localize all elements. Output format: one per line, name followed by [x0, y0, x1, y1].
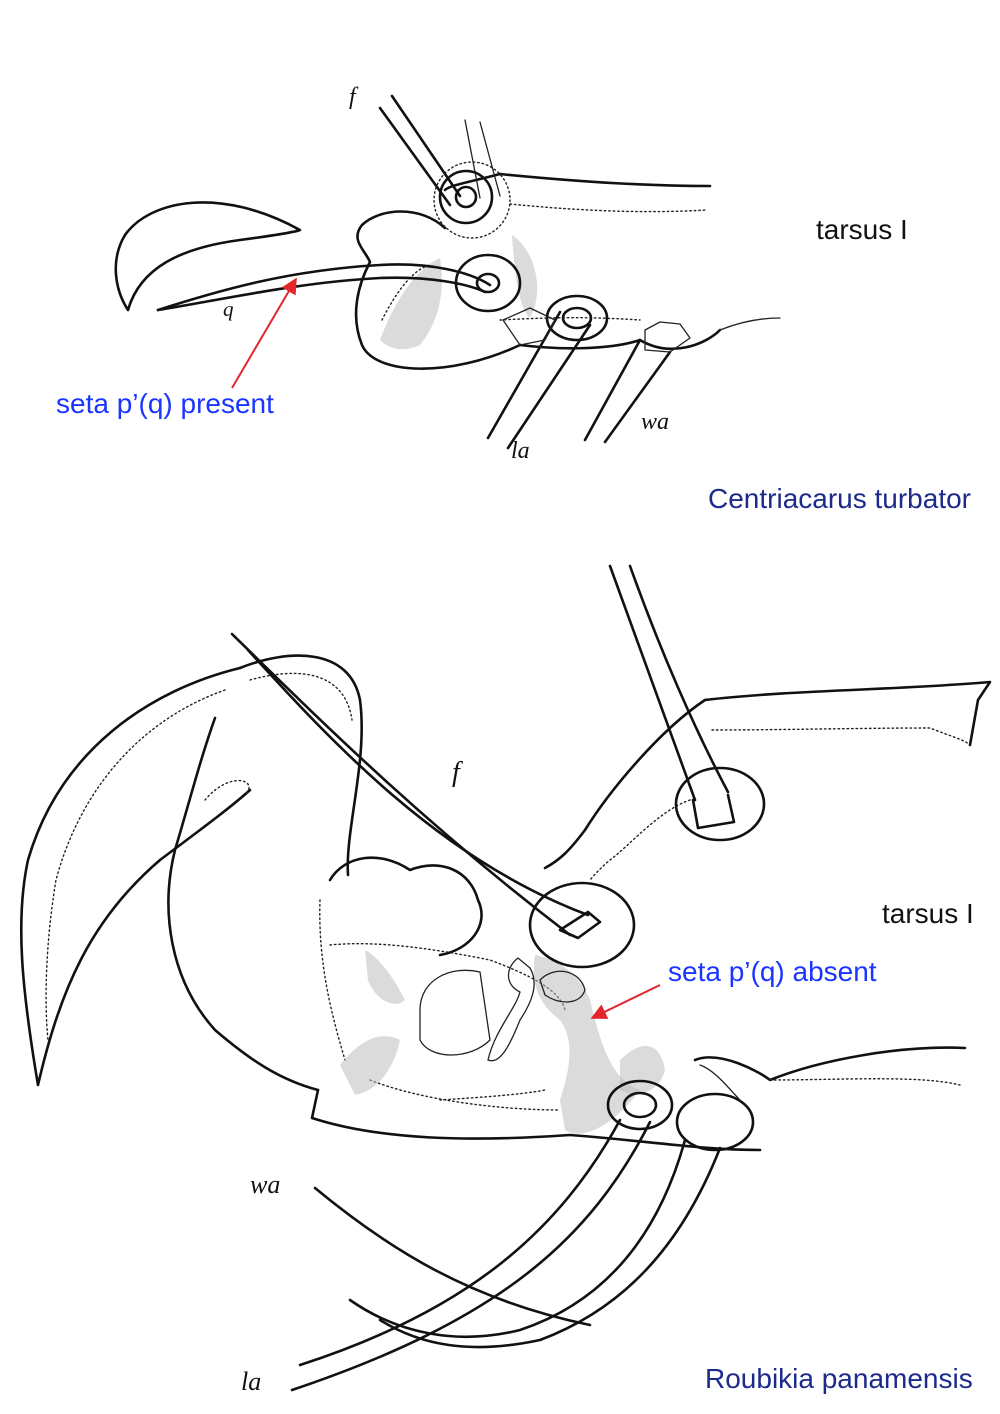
bottom-tarsus-label: tarsus I [882, 898, 974, 929]
top-stipple [380, 258, 442, 350]
bottom-species-label: Roubikia panamensis [705, 1363, 973, 1394]
top-tarsus-drawing [114, 94, 781, 450]
top-callout-arrow [231, 277, 297, 389]
top-seta-wa-label: wa [641, 409, 670, 435]
bottom-callout-arrow [590, 984, 661, 1019]
bottom-stipple-left [340, 1036, 400, 1095]
top-seta-q-label: q [223, 297, 234, 321]
top-seta-f-label: f [349, 84, 356, 110]
bottom-callout-label: seta p’(q) absent [668, 956, 877, 987]
bottom-tarsus-drawing [19, 564, 992, 1392]
top-tarsus-label: tarsus I [816, 214, 908, 245]
top-callout-label: seta p’(q) present [56, 388, 274, 419]
bottom-seta-f-label: f [452, 757, 460, 788]
top-seta-la-label: la [511, 438, 530, 464]
top-species-label: Centriacarus turbator [708, 483, 972, 514]
bottom-seta-wa-label: wa [250, 1170, 281, 1199]
bottom-seta-la-label: la [241, 1367, 262, 1396]
